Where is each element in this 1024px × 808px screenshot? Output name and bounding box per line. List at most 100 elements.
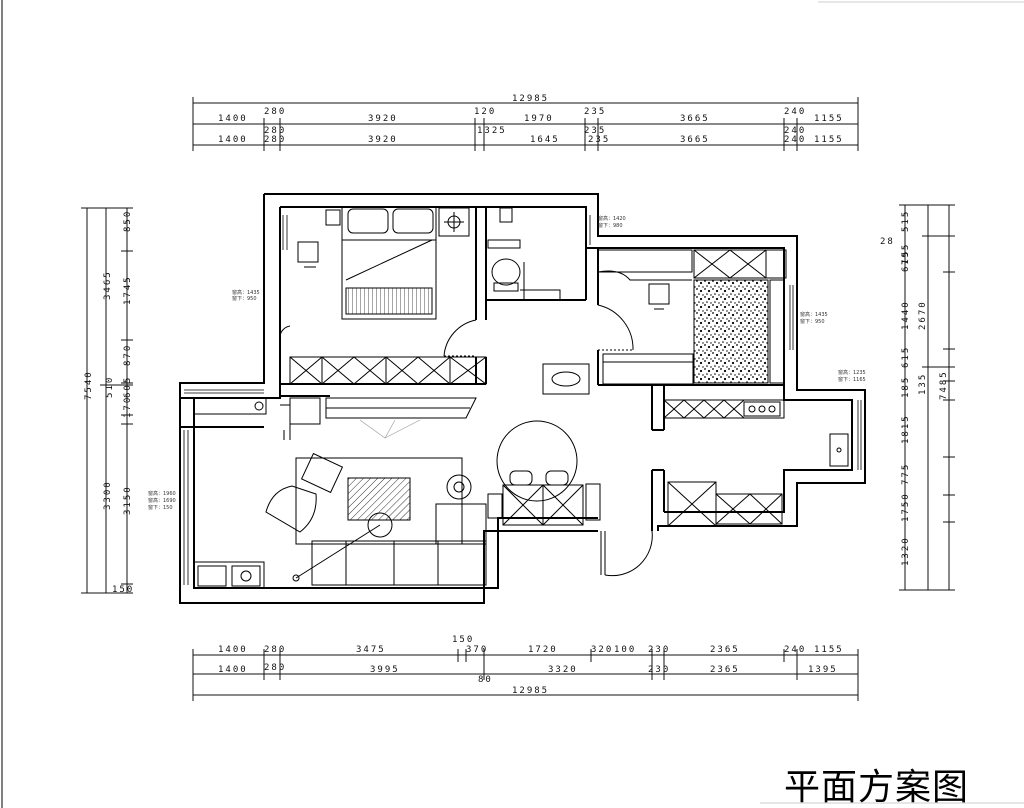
wnote-4-2: 窗下：150 — [148, 504, 173, 511]
dim-top-r1-2: 235 — [584, 107, 606, 117]
dim-top-r2-0: 1400 — [218, 114, 248, 124]
wnote-3-0: 窗高：1235 — [838, 369, 866, 376]
dim-right-in-4: 615 — [901, 250, 911, 272]
dim-bot-r1-5: 1720 — [528, 645, 558, 655]
dim-right-in-8: 775 — [901, 463, 911, 485]
kitchen — [663, 399, 849, 527]
dim-left-in-5: 170 — [123, 396, 133, 418]
dining-circle — [496, 420, 578, 502]
dim-top-r2-4: 1970 — [524, 114, 554, 124]
washing-machine-area — [193, 561, 265, 589]
dim-right-in-2: 795 — [901, 243, 911, 265]
dim-bot-r1-3: 150 — [452, 635, 474, 645]
desk-2 — [602, 353, 694, 385]
wnote-1-1: 窗下：980 — [598, 222, 623, 229]
dim-right-in-1: 515 — [901, 210, 911, 232]
chair-2 — [648, 283, 670, 305]
balcony — [193, 397, 267, 589]
cushion — [300, 452, 344, 494]
dim-top-r2-6: 3665 — [680, 114, 710, 124]
wnote-0-0: 窗高：1435 — [232, 289, 260, 296]
wardrobe — [289, 356, 487, 385]
kitchen-counter-top — [663, 399, 785, 419]
dim-top-r3-7: 1155 — [814, 135, 844, 145]
dim-top-r1-3: 240 — [784, 107, 806, 117]
dim-left-in-1: 1745 — [123, 275, 133, 305]
cabinet-top — [597, 249, 693, 273]
dim-left-in-4: 510 — [105, 376, 115, 398]
side-table-circle — [367, 512, 393, 538]
bath-cabinet — [499, 207, 513, 223]
dim-bot-r1-11: 1155 — [814, 645, 844, 655]
dim-bot-r1-2: 3475 — [356, 645, 386, 655]
dim-bot-r2-6: 2365 — [710, 665, 740, 675]
dim-bot-r1-0: 1400 — [218, 645, 248, 655]
dim-left-mid-0: 3465 — [103, 270, 113, 300]
dim-top-r2-8: 1155 — [814, 114, 844, 124]
wnote-1-0: 窗高：1420 — [598, 215, 626, 222]
dim-bot-r2-0: 1400 — [218, 665, 248, 675]
dim-bot-r1-6: 320 — [591, 645, 613, 655]
dim-bot-r2-3: 80 — [478, 675, 493, 685]
dim-bot-r2-2: 3995 — [370, 665, 400, 675]
doors — [279, 304, 653, 577]
desk-chair — [297, 241, 319, 263]
window-notes: 窗高：1435 窗下：950 窗高：1420 窗下：980 窗高：1435 窗下… — [148, 215, 866, 511]
dim-bot-r1-8: 230 — [648, 645, 670, 655]
pillow-right — [392, 208, 434, 234]
carpet-outline — [295, 457, 463, 545]
dim-bot-r1-9: 2365 — [710, 645, 740, 655]
dim-top-total: 12985 — [512, 94, 549, 104]
washbasin-cabinet — [542, 363, 590, 395]
dim-top-r3-4: 235 — [588, 135, 610, 145]
dim-left-in-2: 870 — [123, 344, 133, 366]
dim-right-in-9: 1750 — [901, 492, 911, 522]
bed-2 — [693, 279, 769, 384]
dim-top-r1-1: 120 — [474, 107, 496, 117]
page-title: 平面方案图 — [784, 767, 970, 808]
walls — [179, 193, 866, 604]
bed-2-side — [769, 279, 785, 384]
dining-chair-1 — [509, 470, 533, 486]
sofa — [311, 540, 487, 586]
dining — [487, 420, 601, 526]
dining-chair-3 — [487, 493, 503, 519]
dim-top-r3-5: 3665 — [680, 135, 710, 145]
toilet-tank — [493, 282, 519, 292]
dim-right-in-0: 28 — [880, 237, 895, 247]
dim-bot-r1-1: 280 — [264, 645, 286, 655]
wnote-0-1: 窗下：950 — [232, 295, 257, 302]
floor-lamp — [446, 474, 472, 500]
cabinet-left — [289, 397, 321, 425]
living-room — [265, 397, 487, 586]
dim-bot-r2-5: 230 — [648, 665, 670, 675]
dim-right-in-10: 1320 — [901, 536, 911, 566]
wnote-4-0: 窗高：1960 — [148, 490, 176, 497]
coffee-table — [347, 477, 411, 521]
dim-left-mid-1: 3300 — [103, 480, 113, 510]
armchair — [265, 485, 317, 533]
balcony-cabinet — [193, 397, 267, 415]
dim-left-outer: 7540 — [84, 370, 94, 400]
dim-left-in-0: 850 — [123, 210, 133, 232]
dim-right-in-6: 185 — [901, 376, 911, 398]
dim-right-mid-0: 135 — [918, 373, 928, 395]
bottom-dimensions — [192, 649, 859, 701]
dim-top-r2-2: 3920 — [368, 114, 398, 124]
dim-top-r2-7: 240 — [784, 126, 806, 136]
pillow-left — [347, 208, 389, 234]
dim-right-in-5: 615 — [901, 346, 911, 368]
dining-chair-2 — [545, 470, 569, 486]
nightstand-lamp — [438, 207, 470, 237]
wnote-4-1: 窗高：1690 — [148, 497, 176, 504]
toilet-bowl — [491, 258, 521, 286]
kitchen-counter-bottom — [715, 493, 783, 525]
dim-top-r3-3: 1645 — [530, 135, 560, 145]
master-bedroom — [289, 206, 487, 385]
dim-bot-r2-1: 280 — [264, 663, 286, 673]
dim-bot-r2-7: 1395 — [808, 665, 838, 675]
dim-right-outer: 7485 — [939, 370, 949, 400]
side-cabinet — [585, 483, 601, 521]
